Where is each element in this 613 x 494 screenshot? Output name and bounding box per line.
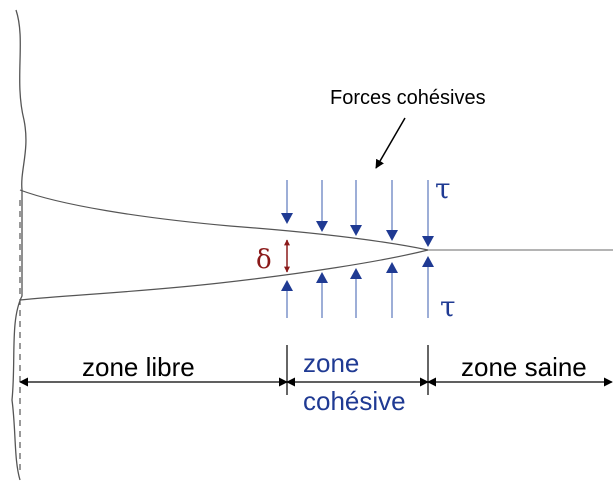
upper-crack-face	[19, 189, 429, 251]
cohesive-force-arrow-top-2-head	[316, 221, 328, 232]
zone-saine-label: zone saine	[461, 352, 587, 382]
cohesive-force-arrow-bottom-2-head	[316, 272, 328, 283]
zone-libre-label: zone libre	[82, 352, 195, 382]
cohesive-force-arrow-bottom-4-head	[386, 262, 398, 273]
zone-cohesive-label-line1: zone	[303, 348, 359, 378]
cohesive-force-arrow-top-5-head	[422, 236, 434, 247]
cohesive-force-arrow-top-4-head	[386, 230, 398, 241]
stress-symbol-bottom: τ	[440, 290, 456, 323]
cohesive-force-arrow-bottom-5-head	[422, 256, 434, 267]
lower-crack-face	[19, 249, 429, 301]
zone-cohesive-label-line2: cohésive	[303, 386, 406, 416]
cohesive-force-arrow-bottom-1-head	[281, 280, 293, 291]
left-boundary-curve	[11, 9, 27, 481]
cohesive-force-arrow-top-1-head	[281, 213, 293, 224]
opening-symbol: δ	[256, 245, 272, 275]
annotation-pointer	[375, 117, 406, 169]
stress-symbol-top: τ	[435, 172, 451, 205]
cohesive-forces-label: Forces cohésives	[330, 87, 486, 109]
cohesive-force-arrow-top-3-head	[350, 225, 362, 236]
cohesive-force-arrows	[281, 180, 434, 318]
cohesive-force-arrow-bottom-3-head	[350, 268, 362, 279]
